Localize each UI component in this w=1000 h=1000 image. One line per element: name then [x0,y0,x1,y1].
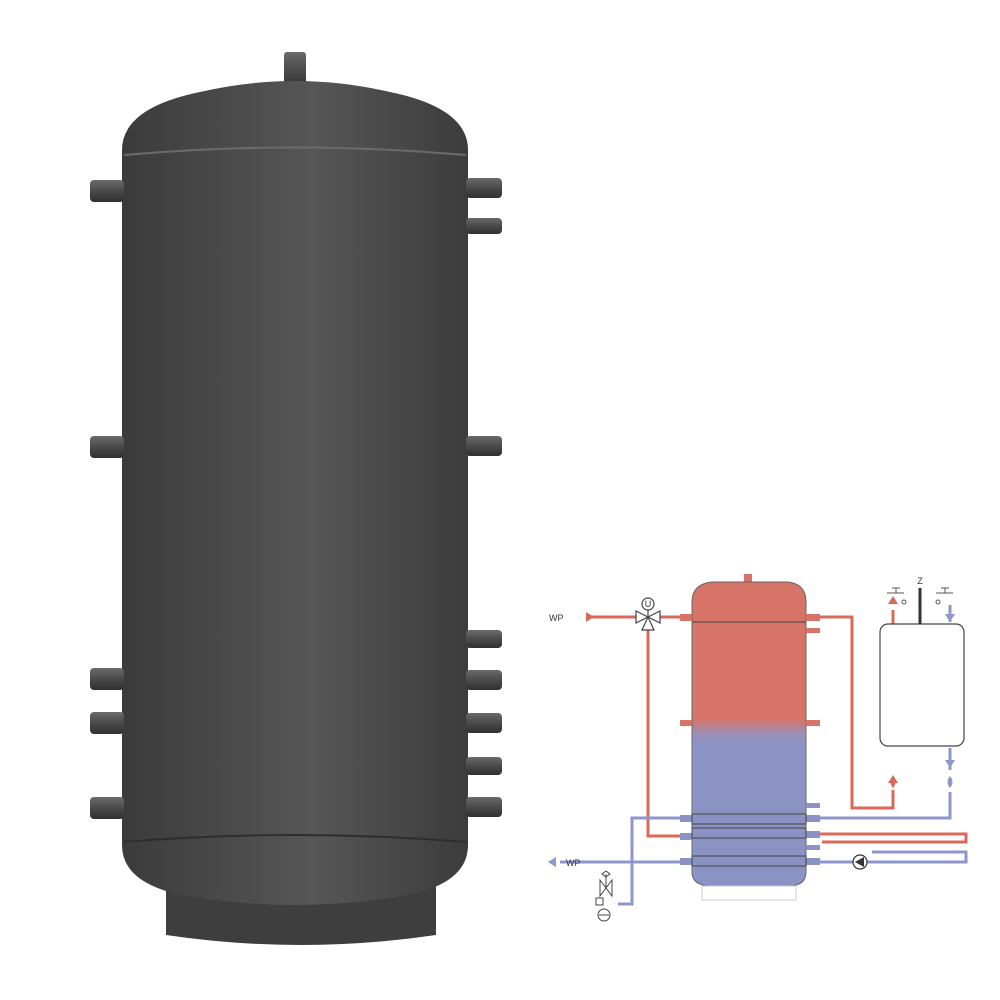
hot-tap-icon [887,587,907,605]
tank-stand [701,885,797,901]
tank-body [122,81,468,905]
hp-inlet-arrow [586,612,594,622]
upper-seam [123,146,467,156]
separator-label: Z [917,576,923,586]
hp-outlet-label: WP [566,858,581,868]
valve-actuator-label: U [645,599,652,609]
tank-top-nozzle [744,574,752,582]
left-connectors [90,180,124,819]
cold-down-arrow [945,614,955,622]
hydraulic-schematic: WP WP U [548,574,968,922]
hot-pipes [586,610,968,844]
buffer-tank [90,52,502,945]
safety-valve-icon [595,870,613,922]
schematic-tank [680,574,820,901]
cold-flow-icon [947,776,953,788]
hp-inlet-label: WP [549,613,564,623]
cold-tap-icon [935,587,953,605]
three-way-valve: U [635,597,661,631]
right-connectors [466,178,502,817]
lower-seam [123,834,467,843]
hp-outlet-arrow [548,857,556,867]
circulation-pump-icon [852,854,868,870]
cold-down-arrow-2 [945,760,955,768]
hot-flow-icon [890,776,896,788]
dhw-exchanger [879,623,965,747]
top-nozzle [284,52,306,90]
hot-up-arrow [888,596,898,604]
internal-coils [691,813,807,867]
tank-water-body [691,581,807,887]
valve-actuator-icon [641,597,655,611]
tank-stubs [680,614,820,865]
